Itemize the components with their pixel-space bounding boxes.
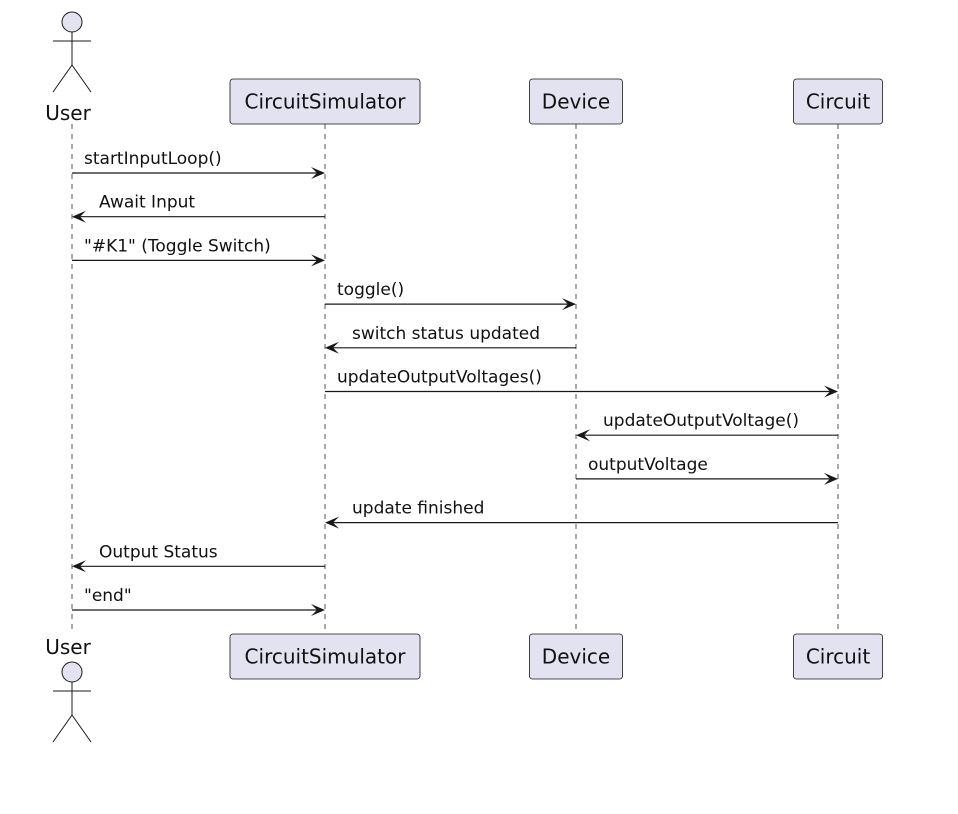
message-label: startInputLoop() — [84, 149, 222, 169]
message-3: toggle() — [325, 280, 576, 311]
message-label: outputVoltage — [588, 455, 708, 475]
participant-box — [793, 633, 883, 680]
message-label: "end" — [84, 586, 132, 606]
message-label: updateOutputVoltages() — [337, 368, 542, 388]
participant-box — [229, 633, 421, 680]
actor-label-bottom: User — [45, 635, 91, 659]
arrow-head — [824, 385, 838, 398]
arrow-head — [824, 472, 838, 485]
message-0: startInputLoop() — [72, 149, 325, 179]
participant-label: CircuitSimulator — [245, 645, 407, 669]
arrow-head — [311, 167, 325, 179]
message-1: Await Input — [72, 193, 325, 223]
actor-head — [61, 661, 83, 683]
message-label: "#K1" (Toggle Switch) — [84, 236, 271, 256]
message-label: update finished — [352, 499, 484, 519]
arrow-head — [72, 560, 86, 573]
arrow-head — [325, 341, 339, 354]
participant-label: Device — [542, 90, 610, 114]
arrow-head — [311, 254, 325, 267]
participant-box — [793, 78, 883, 125]
actor-right-leg — [71, 64, 92, 93]
participant-circuit-bottom: Circuit — [793, 633, 883, 680]
participant-device-top: Device — [529, 78, 623, 125]
participant-label: Circuit — [806, 90, 871, 114]
message-2: "#K1" (Toggle Switch) — [72, 236, 325, 267]
participant-sim-top: CircuitSimulator — [229, 78, 421, 125]
message-10: "end" — [72, 586, 325, 616]
actor-user-figure-top — [52, 11, 92, 93]
message-label: switch status updated — [352, 324, 540, 344]
participant-device-bottom: Device — [529, 633, 623, 680]
actor-head — [61, 11, 83, 33]
message-label: Await Input — [99, 193, 195, 213]
arrow-head — [72, 210, 86, 223]
message-label: Output Status — [99, 542, 218, 562]
participant-label: Circuit — [806, 645, 871, 669]
message-6: updateOutputVoltage() — [576, 411, 838, 442]
actor-label-top: User — [45, 101, 91, 125]
message-9: Output Status — [72, 542, 325, 573]
participant-sim-bottom: CircuitSimulator — [229, 633, 421, 680]
message-4: switch status updated — [325, 324, 576, 354]
participant-box — [529, 633, 623, 680]
actor-right-leg — [71, 714, 92, 743]
participant-heads-bottom: User CircuitSimulator Device Circuit — [45, 633, 883, 743]
message-label: toggle() — [337, 280, 404, 300]
message-8: update finished — [325, 499, 838, 529]
participant-circuit-top: Circuit — [793, 78, 883, 125]
lifelines — [71, 124, 839, 634]
participant-label: Device — [542, 645, 610, 669]
arrow-head — [562, 298, 576, 311]
actor-user-figure-bottom — [52, 661, 92, 743]
arrow-head — [325, 516, 339, 529]
message-label: updateOutputVoltage() — [603, 411, 799, 431]
arrow-head — [311, 604, 325, 616]
arrow-head — [576, 429, 590, 442]
actor-left-leg — [52, 714, 73, 743]
participant-label: CircuitSimulator — [245, 90, 407, 114]
messages: startInputLoop() Await Input "#K1" (Toggle… — [72, 149, 838, 616]
participant-box — [529, 78, 623, 125]
actor-left-leg — [52, 64, 73, 93]
message-7: outputVoltage — [576, 455, 838, 485]
message-5: updateOutputVoltages() — [325, 368, 838, 398]
participant-box — [229, 78, 421, 125]
participant-heads-top: User CircuitSimulator Device Circuit — [45, 11, 883, 125]
